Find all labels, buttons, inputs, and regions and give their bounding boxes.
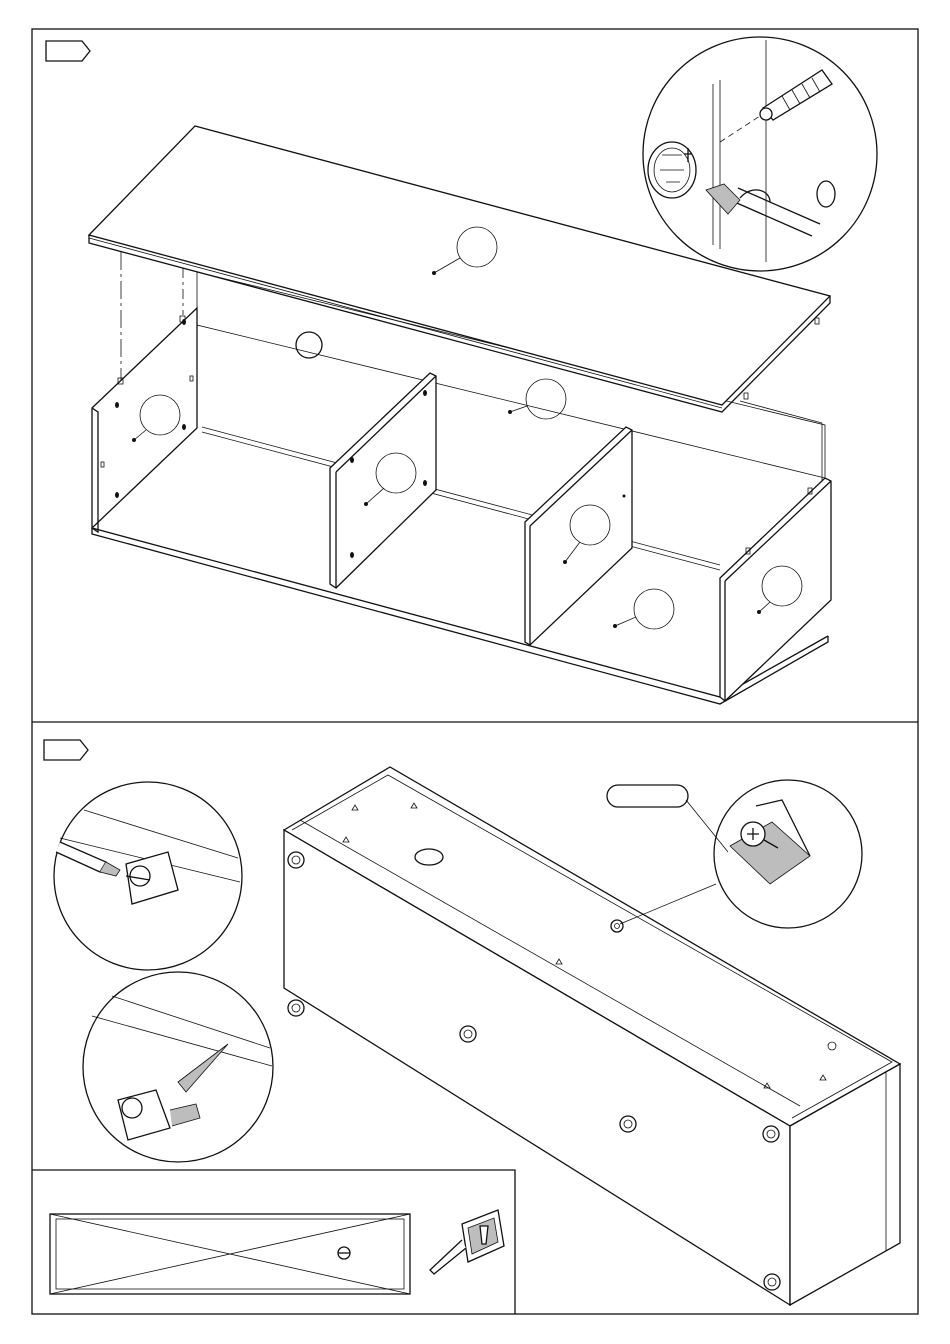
angle-bracket-icon [126, 852, 178, 904]
angle-bracket-icon [118, 1090, 200, 1140]
divider-panel-2 [525, 427, 632, 645]
divider-panel-1 [330, 373, 436, 588]
inset-panel-border [32, 1170, 515, 1314]
dowel-hole [115, 492, 119, 498]
cam-fitting-detail [643, 37, 877, 271]
part-label-circle [634, 589, 674, 629]
tape-measure-icon [430, 1210, 504, 1274]
part-label-circle [526, 379, 566, 419]
screwdriver-detail [54, 782, 242, 970]
step-b-arrow [44, 740, 88, 760]
cabinet-upturned [284, 767, 900, 1305]
diagonal-check-inset [50, 1210, 504, 1294]
cam-bolt-icon [760, 70, 832, 120]
step-b [44, 740, 900, 1305]
dowel-hole [182, 424, 186, 430]
step-a [46, 37, 877, 704]
insert-arrow-icon [178, 1044, 228, 1092]
cable-hole-icon [338, 1247, 350, 1259]
foot-glide-icon [288, 1000, 304, 1016]
fastener-callout [607, 780, 862, 928]
angle-bracket-screw-icon [730, 800, 810, 884]
step-a-arrow [46, 41, 90, 61]
bottom-panel [92, 427, 828, 704]
right-side-panel [720, 478, 831, 701]
top-panel [89, 126, 830, 412]
fastener-quantity-label [607, 785, 688, 807]
dowel-guide [740, 401, 822, 423]
bracket-insert-detail [83, 972, 273, 1162]
left-side-panel [92, 308, 197, 532]
screwdriver-icon [56, 842, 120, 876]
cable-hole [296, 332, 322, 358]
dowel-hole [115, 402, 119, 408]
dowel-pin-icon [706, 181, 835, 236]
cam-lock-icon [648, 142, 696, 198]
